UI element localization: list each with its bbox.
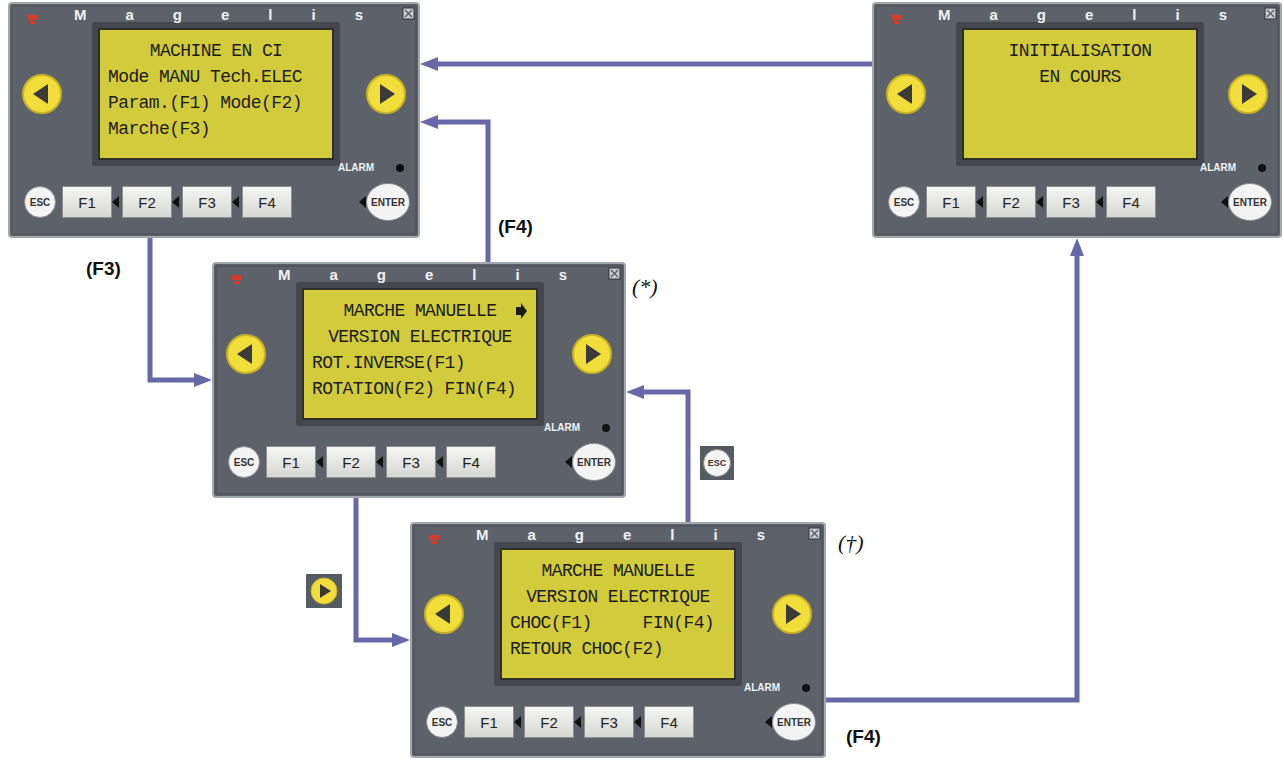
lcd-text-line: MARCHE MANUELLE: [510, 558, 726, 584]
footnote-mark: (†): [838, 530, 864, 556]
lcd-screen: MARCHE MANUELLEVERSION ELECTRIQUECHOC(F1…: [500, 548, 736, 680]
lcd-text-line: EN COURS: [972, 64, 1188, 90]
function-key: F3: [584, 706, 634, 738]
lcd-text-line: RETOUR CHOC(F2): [510, 636, 726, 662]
hmi-panel: MagelisALARM MARCHE MANUELLEVERSION ELECT…: [410, 522, 826, 758]
function-key: F2: [524, 706, 574, 738]
lcd-text-line: VERSION ELECTRIQUE: [510, 584, 726, 610]
key-label: F1: [282, 454, 300, 471]
function-key: F1: [266, 446, 316, 478]
key-label: F2: [540, 714, 558, 731]
alarm-label: ALARM: [1200, 162, 1236, 173]
key-label: F4: [462, 454, 480, 471]
round-key: ESC: [426, 706, 458, 738]
esc-key-icon: [700, 446, 734, 480]
key-label: F4: [660, 714, 678, 731]
key-label: F1: [942, 194, 960, 211]
key-label: F3: [600, 714, 618, 731]
key-label: F4: [258, 194, 276, 211]
lcd-screen: MACHINE EN CIMode MANU Tech.ELECParam.(F…: [98, 28, 334, 160]
hmi-panel: MagelisALARM MARCHE MANUELLEVERSION ELECT…: [212, 262, 626, 498]
key-label: ESC: [30, 197, 51, 208]
flow-arrow: [434, 122, 488, 262]
lcd-text-line: Mode MANU Tech.ELEC: [108, 64, 324, 90]
round-key: ESC: [228, 446, 260, 478]
key-press-label: (F4): [496, 216, 535, 238]
lcd-text-line: CHOC(F1) FIN(F4): [510, 610, 726, 636]
key-press-label: (F4): [844, 726, 883, 748]
round-key: ENTER: [366, 183, 410, 221]
key-label: ESC: [894, 197, 915, 208]
round-key: ENTER: [572, 443, 616, 481]
function-key: F1: [464, 706, 514, 738]
lcd-text-line: ROT.INVERSE(F1): [312, 350, 528, 376]
function-key: F3: [386, 446, 436, 478]
lcd-text-line: MARCHE MANUELLE: [312, 298, 528, 324]
function-key: F2: [122, 186, 172, 218]
function-key: F3: [1046, 186, 1096, 218]
function-key: F3: [182, 186, 232, 218]
round-key: ENTER: [772, 703, 816, 741]
function-key: F2: [986, 186, 1036, 218]
key-label: ESC: [234, 457, 255, 468]
function-key: F2: [326, 446, 376, 478]
function-key: F4: [644, 706, 694, 738]
brand-name: Magelis: [476, 526, 804, 543]
lcd-text-line: VERSION ELECTRIQUE: [312, 324, 528, 350]
flow-arrow: [356, 498, 396, 640]
round-key: ESC: [24, 186, 56, 218]
function-key: F1: [926, 186, 976, 218]
key-press-label: (F3): [84, 258, 123, 280]
hmi-panel: MagelisALARMINITIALISATIONEN COURSESCF1F…: [872, 2, 1282, 238]
footnote-mark: (*): [632, 274, 658, 300]
function-key: F4: [446, 446, 496, 478]
lcd-text-line: INITIALISATION: [972, 38, 1188, 64]
flow-arrow: [826, 252, 1077, 700]
key-label: ENTER: [1233, 197, 1267, 208]
round-key: ENTER: [1228, 183, 1272, 221]
key-label: ESC: [432, 717, 453, 728]
flow-arrow: [434, 62, 872, 67]
key-label: ENTER: [777, 717, 811, 728]
key-label: F2: [138, 194, 156, 211]
lcd-text-line: Marche(F3): [108, 116, 324, 142]
key-label: ENTER: [371, 197, 405, 208]
pointer-symbol: [514, 302, 528, 320]
lcd-text-line: Param.(F1) Mode(F2): [108, 90, 324, 116]
flow-arrow: [640, 392, 688, 522]
lcd-screen: MARCHE MANUELLEVERSION ELECTRIQUEROT.INV…: [302, 288, 538, 420]
key-label: ENTER: [577, 457, 611, 468]
key-label: F2: [342, 454, 360, 471]
hmi-panel: MagelisALARM MACHINE EN CIMode MANU Tech.…: [8, 2, 420, 238]
key-label: F3: [402, 454, 420, 471]
lcd-text-line: ROTATION(F2) FIN(F4): [312, 376, 528, 402]
alarm-label: ALARM: [338, 162, 374, 173]
brand-name: Magelis: [278, 266, 606, 283]
brand-name: Magelis: [938, 6, 1266, 23]
key-label: F2: [1002, 194, 1020, 211]
flow-arrow: [150, 238, 198, 380]
lcd-screen: INITIALISATIONEN COURS: [962, 28, 1198, 160]
esc-key-label: ESC: [703, 449, 731, 477]
alarm-label: ALARM: [744, 682, 780, 693]
brand-name: Magelis: [74, 6, 402, 23]
function-key: F4: [1106, 186, 1156, 218]
key-label: F1: [78, 194, 96, 211]
alarm-label: ALARM: [544, 422, 580, 433]
round-key: ESC: [888, 186, 920, 218]
key-label: F1: [480, 714, 498, 731]
function-key: F4: [242, 186, 292, 218]
key-label: F4: [1122, 194, 1140, 211]
arrow-key-icon: [306, 574, 342, 608]
key-label: F3: [198, 194, 216, 211]
key-label: F3: [1062, 194, 1080, 211]
lcd-text-line: MACHINE EN CI: [108, 38, 324, 64]
function-key: F1: [62, 186, 112, 218]
